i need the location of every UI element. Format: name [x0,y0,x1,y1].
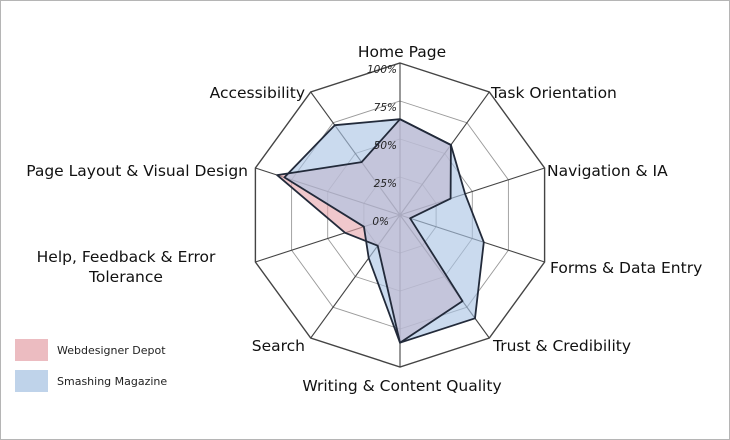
axis-label: Home Page [358,43,446,61]
legend-swatch-2 [15,370,48,392]
tick-labels: 0% 25% 50% 75% 100% [367,64,397,228]
series-outlines [276,118,485,344]
tick-label: 75% [374,102,397,114]
axis-label: Trust & Credibility [492,337,631,355]
series-area-2 [284,119,484,343]
series-outline-2 [283,118,485,344]
axis-label: Search [252,337,305,355]
legend-swatch-1 [15,339,48,361]
axis-label: Task Orientation [490,84,617,102]
axis-label: Navigation & IA [547,162,668,180]
tick-label: 0% [372,216,389,228]
tick-label: 100% [367,64,397,76]
tick-label: 25% [374,178,397,190]
legend-label-1: Webdesigner Depot [57,344,166,357]
series-areas [277,119,484,343]
axis-label: Forms & Data Entry [550,259,702,277]
axis-label: Page Layout & Visual Design [26,162,248,180]
legend-label-2: Smashing Magazine [57,375,167,388]
axis-label: Accessibility [210,84,305,102]
tick-label: 50% [374,140,397,152]
axis-label: Writing & Content Quality [302,377,501,395]
